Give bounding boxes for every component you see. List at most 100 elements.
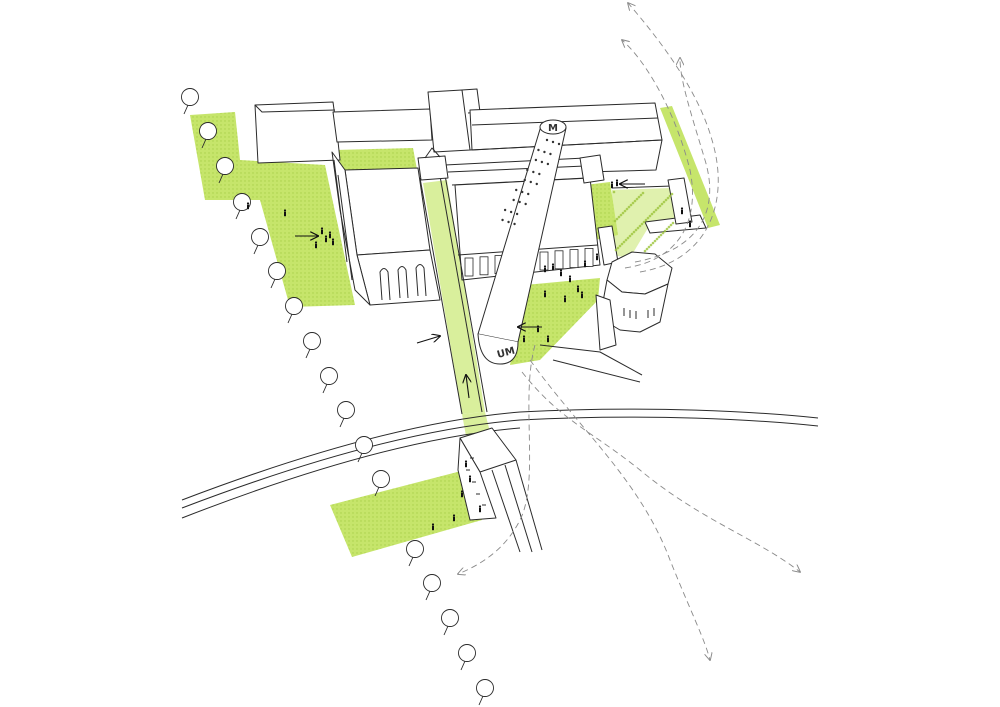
person-icon <box>283 209 287 217</box>
person-icon <box>431 523 435 531</box>
north-wing-west-roofline <box>254 104 336 113</box>
tree-icon <box>303 332 321 359</box>
station-windows <box>466 457 486 506</box>
person-icon <box>580 291 584 299</box>
person-icon <box>583 260 587 268</box>
people-groups <box>246 179 692 531</box>
person-icon <box>464 460 468 468</box>
railway-track-1 <box>181 408 819 501</box>
person-icon <box>328 231 332 239</box>
north-tower <box>427 89 471 153</box>
west-hall-roof <box>344 167 431 256</box>
bridge-edge-east <box>444 174 488 413</box>
chimney-logo-base: UM <box>496 346 516 361</box>
person-icon <box>320 227 324 235</box>
station-platform <box>491 459 543 553</box>
tree-icon <box>423 574 441 601</box>
person-icon <box>324 235 328 243</box>
person-icon <box>543 265 547 273</box>
east-small-tower <box>579 154 605 184</box>
tree-row <box>181 88 494 706</box>
tree-icon <box>441 609 459 636</box>
tree-icon <box>458 644 476 671</box>
bridge-edge-west <box>419 177 463 415</box>
north-wing-east-ridge <box>471 117 659 126</box>
chimney-logo-top: M <box>548 123 558 134</box>
tree-icon <box>337 401 355 428</box>
person-icon <box>468 475 472 483</box>
chimney: M UM <box>477 119 567 365</box>
flow-arrow-icon <box>458 344 536 574</box>
person-icon <box>680 207 684 215</box>
arrow-icon <box>416 336 440 344</box>
green-zone-east-plaza <box>510 278 600 365</box>
tree-icon <box>406 540 424 567</box>
railway-track-2 <box>181 416 819 509</box>
person-icon <box>543 290 547 298</box>
octagon-windows <box>623 308 655 319</box>
west-hall-window-1 <box>379 268 391 301</box>
west-hall <box>331 151 441 306</box>
person-icon <box>563 295 567 303</box>
person-icon <box>452 514 456 522</box>
west-hall-window-2 <box>397 266 409 299</box>
person-icon <box>331 238 335 246</box>
person-icon <box>688 220 692 228</box>
garden-planting <box>612 190 675 253</box>
tree-icon <box>233 193 251 220</box>
tree-icon <box>268 262 286 289</box>
flow-arrow-icon <box>634 58 711 263</box>
person-icon <box>615 179 619 187</box>
entrance-arrows <box>295 184 645 399</box>
arrow-icon <box>466 375 469 399</box>
bridge-rail <box>439 175 483 413</box>
flow-arrow-icon <box>628 3 719 273</box>
person-icon <box>595 253 599 261</box>
tree-icon <box>285 297 303 324</box>
north-wing-east-eave <box>469 139 663 173</box>
north-corridor-inner <box>447 165 586 173</box>
flow-arrow-icon <box>622 40 693 269</box>
person-icon <box>551 263 555 271</box>
chimney-perforation <box>501 138 561 226</box>
person-icon <box>478 505 482 513</box>
person-icon <box>314 241 318 249</box>
east-buildings <box>539 154 707 383</box>
west-hall-window-3 <box>415 264 427 297</box>
tree-icon <box>476 679 494 706</box>
person-icon <box>568 275 572 283</box>
west-hall-side-lines <box>333 159 353 281</box>
person-icon <box>522 335 526 343</box>
person-icon <box>559 269 563 277</box>
south-station <box>457 427 543 553</box>
chimney-top <box>539 119 567 135</box>
east-connector <box>595 294 617 351</box>
north-wing-long <box>332 108 433 143</box>
pedestrian-bridge <box>417 147 488 415</box>
tree-icon <box>251 228 269 255</box>
green-zone-southwest <box>330 470 482 557</box>
tree-icon <box>372 470 390 497</box>
movement-flows <box>458 3 800 660</box>
chimney-base <box>477 333 519 365</box>
person-icon <box>536 325 540 333</box>
flow-arrow-icon <box>521 371 800 572</box>
person-icon <box>576 285 580 293</box>
tree-icon <box>216 157 234 184</box>
tree-icon <box>320 367 338 394</box>
station-facade <box>457 437 497 521</box>
green-zone-bridge <box>423 180 485 414</box>
person-icon <box>610 181 614 189</box>
bridge-gatehouse-roof <box>424 147 441 159</box>
person-icon <box>246 202 250 210</box>
tree-icon <box>181 88 199 115</box>
person-icon <box>460 490 464 498</box>
east-pavilion <box>667 177 693 225</box>
flow-arrow-icon <box>529 359 710 660</box>
north-wing-west <box>254 101 341 164</box>
tree-icon <box>199 122 217 149</box>
bridge-gatehouse <box>417 155 449 181</box>
person-icon <box>546 335 550 343</box>
tree-icon <box>355 436 373 463</box>
